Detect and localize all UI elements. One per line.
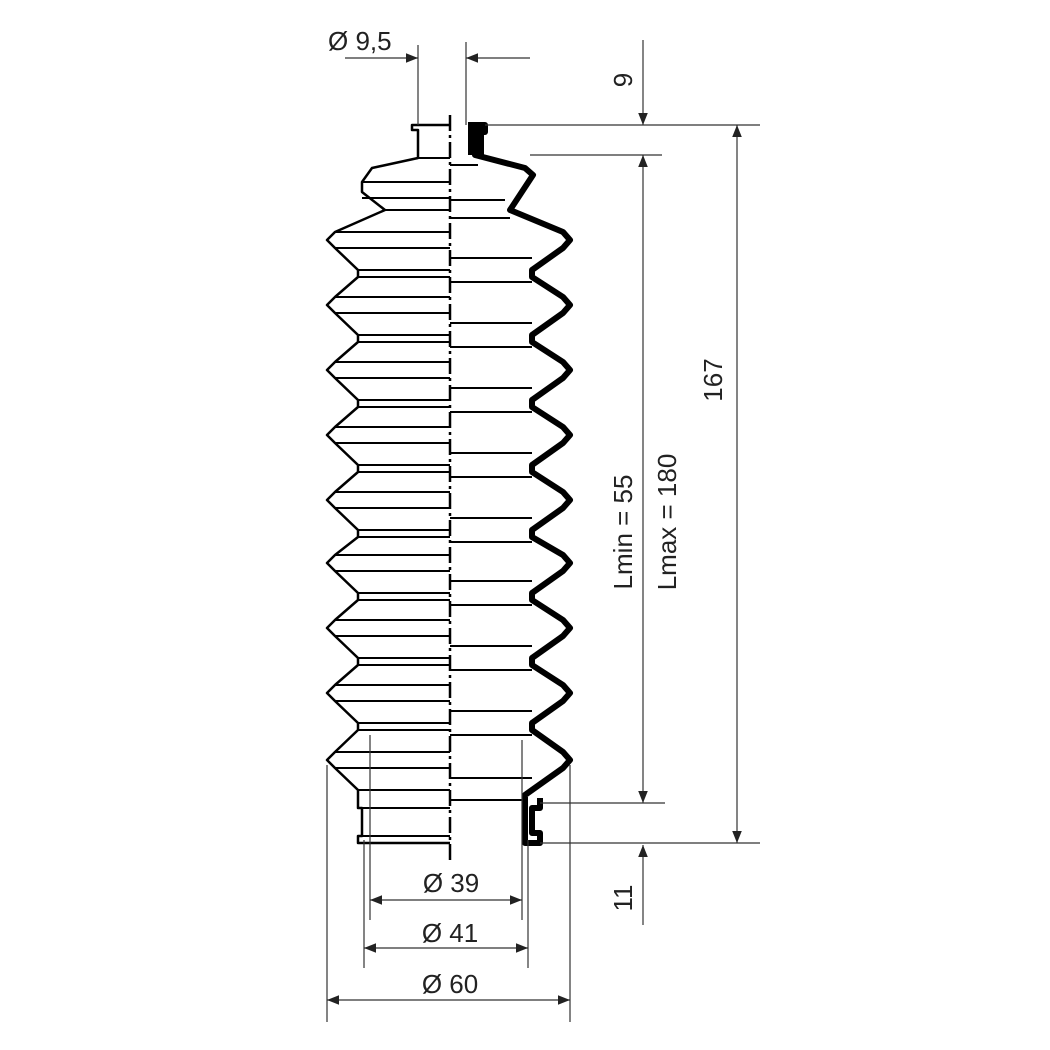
inner-diameter-label: Ø 39 xyxy=(423,868,479,898)
overall-length-label: 167 xyxy=(698,358,728,401)
outer-diameter-label: Ø 60 xyxy=(422,969,478,999)
bottom-collar-height-label: 11 xyxy=(608,885,638,912)
lmin-label: Lmin = 55 xyxy=(608,475,638,590)
top-collar-height-label: 9 xyxy=(608,73,638,87)
dimension-lines xyxy=(326,40,760,1022)
right-profile-section xyxy=(468,122,573,846)
collar-diameter-label: Ø 41 xyxy=(422,918,478,948)
bellows-body xyxy=(325,115,573,860)
lmax-label: Lmax = 180 xyxy=(652,454,682,591)
top-diameter-label: Ø 9,5 xyxy=(328,26,392,56)
top-collar-section xyxy=(468,125,484,155)
